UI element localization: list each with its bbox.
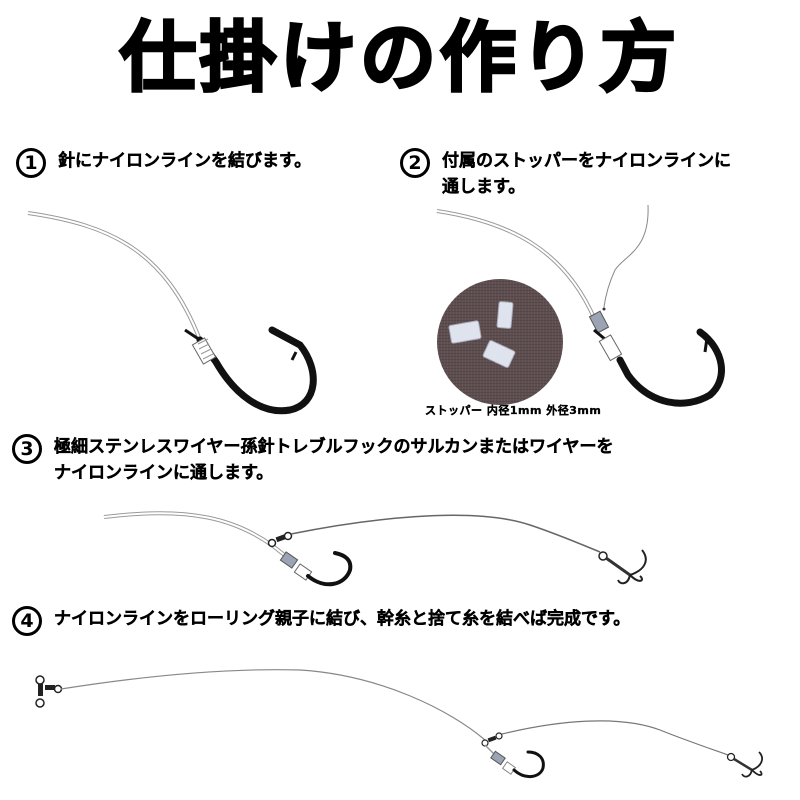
step1-hook-illustration bbox=[27, 211, 317, 415]
stopper-caption: ストッパー 内径1mm 外径3mm bbox=[425, 404, 602, 417]
three-way-swivel-icon bbox=[35, 675, 63, 708]
step4-rig-illustration bbox=[35, 669, 763, 778]
step-text-line: 通します。 bbox=[442, 177, 526, 197]
step-2: 2 付属のストッパーをナイロンラインに 通します。 bbox=[400, 148, 731, 200]
arrow-tip-icon bbox=[602, 307, 606, 311]
swivel-icon bbox=[481, 732, 503, 747]
treble-hook-icon bbox=[726, 751, 763, 778]
step-number-badge: 2 bbox=[400, 148, 430, 178]
step-number-badge: 3 bbox=[12, 434, 42, 464]
treble-hook-icon bbox=[598, 549, 647, 585]
step2-hook-illustration bbox=[436, 204, 725, 407]
swivel-icon bbox=[267, 531, 293, 548]
stopper-icon bbox=[588, 310, 610, 334]
stopper-icon bbox=[490, 750, 506, 766]
stopper-photo bbox=[437, 279, 563, 405]
hook-icon bbox=[512, 750, 545, 778]
step-text: 付属のストッパーをナイロンラインに 通します。 bbox=[442, 148, 731, 200]
step3-rig-illustration bbox=[103, 511, 647, 587]
hook-icon bbox=[616, 328, 725, 407]
step-1: 1 針にナイロンラインを結びます。 bbox=[16, 148, 312, 178]
page-title: 仕掛けの作り方 bbox=[119, 12, 680, 104]
hook-icon bbox=[306, 551, 353, 587]
step-4: 4 ナイロンラインをローリング親子に結び、幹糸と捨て糸を結べば完成です。 bbox=[12, 606, 631, 636]
step-text-line: 極細ステンレスワイヤー孫針トレブルフックのサルカンまたはワイヤーを bbox=[54, 437, 614, 457]
step-number-badge: 1 bbox=[16, 148, 46, 178]
stopper-icon bbox=[279, 551, 299, 569]
step-number-badge: 4 bbox=[12, 606, 42, 636]
step-text-line: 針にナイロンラインを結びます。 bbox=[58, 151, 312, 171]
step-text: 極細ステンレスワイヤー孫針トレブルフックのサルカンまたはワイヤーを ナイロンライ… bbox=[54, 434, 614, 486]
hook-icon bbox=[196, 326, 317, 415]
step-text: ナイロンラインをローリング親子に結び、幹糸と捨て糸を結べば完成です。 bbox=[54, 606, 631, 632]
step-text-line: ナイロンラインに通します。 bbox=[54, 463, 274, 483]
step-text-line: 付属のストッパーをナイロンラインに bbox=[442, 151, 731, 171]
step-text: 針にナイロンラインを結びます。 bbox=[58, 148, 312, 174]
step-text-line: ナイロンラインをローリング親子に結び、幹糸と捨て糸を結べば完成です。 bbox=[54, 609, 631, 629]
step-3: 3 極細ステンレスワイヤー孫針トレブルフックのサルカンまたはワイヤーを ナイロン… bbox=[12, 434, 614, 486]
